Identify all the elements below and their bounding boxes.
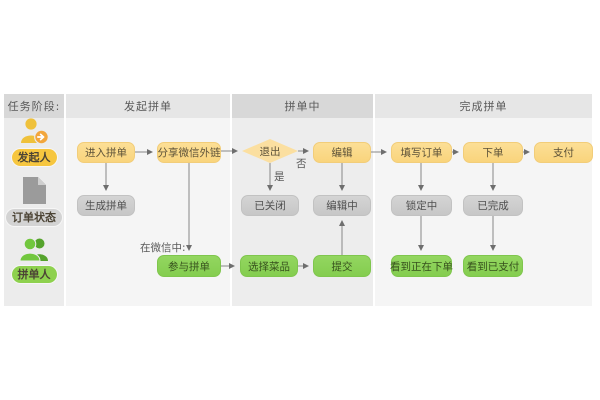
phase-header-complete: 完成拼单 bbox=[375, 94, 592, 118]
node-closed: 已关闭 bbox=[241, 195, 299, 216]
node-see-paid: 看到已支付 bbox=[463, 255, 523, 277]
edge-label-in-wechat: 在微信中: bbox=[140, 242, 186, 254]
sidebar-role-participant: 拼单人 bbox=[8, 236, 60, 283]
node-join-order: 参与拼单 bbox=[157, 255, 221, 277]
edge-label-yes: 是 bbox=[274, 171, 285, 183]
node-enter-order: 进入拼单 bbox=[77, 142, 135, 163]
initiator-person-icon bbox=[18, 117, 50, 149]
role-label-order-status: 订单状态 bbox=[6, 209, 62, 226]
phase-header-ongoing: 拼单中 bbox=[232, 94, 373, 118]
sidebar-header: 任务阶段: bbox=[4, 94, 64, 118]
node-choose-dishes: 选择菜品 bbox=[240, 255, 298, 277]
node-pay: 支付 bbox=[534, 142, 593, 163]
node-edit: 编辑 bbox=[313, 142, 371, 163]
phase-header-initiate: 发起拼单 bbox=[66, 94, 230, 118]
node-submit: 提交 bbox=[313, 255, 371, 277]
node-locked: 锁定中 bbox=[391, 195, 452, 216]
role-label-initiator: 发起人 bbox=[11, 149, 57, 166]
node-order-generated: 生成拼单 bbox=[77, 195, 135, 216]
node-see-ordering: 看到正在下单 bbox=[390, 255, 453, 277]
order-document-icon bbox=[21, 176, 48, 209]
node-completed: 已完成 bbox=[463, 195, 523, 216]
sidebar-role-initiator: 发起人 bbox=[8, 117, 60, 166]
node-share-wechat-link: 分享微信外链 bbox=[157, 142, 221, 163]
role-label-participant: 拼单人 bbox=[11, 266, 57, 283]
node-place-order: 下单 bbox=[463, 142, 523, 163]
edge-label-no: 否 bbox=[296, 158, 307, 170]
node-fill-order: 填写订单 bbox=[391, 142, 452, 163]
participants-people-icon bbox=[18, 236, 50, 266]
sidebar-role-order-status: 订单状态 bbox=[5, 176, 63, 226]
node-editing: 编辑中 bbox=[313, 195, 371, 216]
